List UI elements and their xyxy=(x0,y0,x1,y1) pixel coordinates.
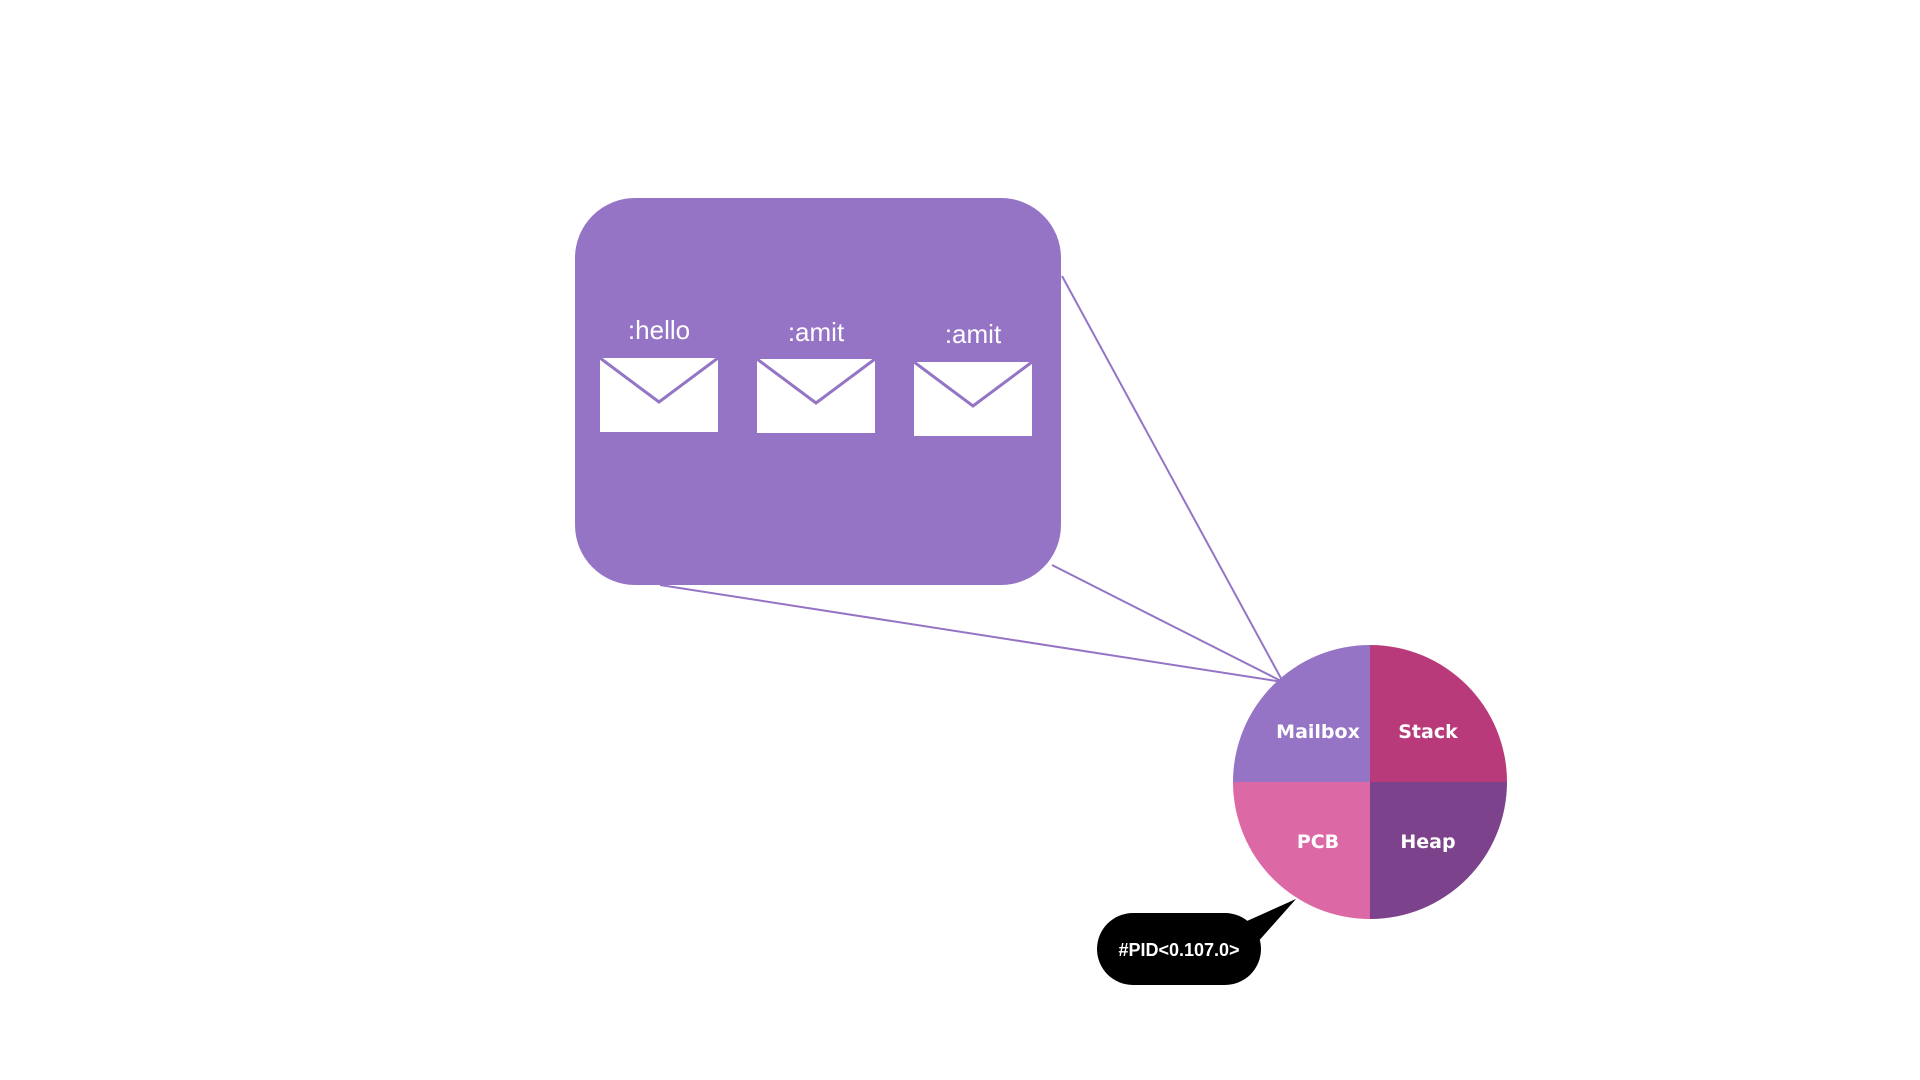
pcb-quadrant-label: PCB xyxy=(1297,831,1339,853)
heap-quadrant-label: Heap xyxy=(1400,831,1455,853)
message-item: :amit xyxy=(756,317,876,433)
mailbox-box: :hello :amit :amit xyxy=(575,198,1061,585)
heap-quadrant xyxy=(1370,782,1507,919)
connector-lines xyxy=(659,275,1284,683)
message-label: :amit xyxy=(788,317,845,347)
process-circle: Mailbox Stack PCB Heap xyxy=(1233,645,1507,919)
envelope-icon xyxy=(756,357,876,433)
connector-line-top xyxy=(1061,275,1284,683)
stack-quadrant-label: Stack xyxy=(1398,721,1458,743)
message-item: :hello xyxy=(599,315,719,432)
connector-line-middle xyxy=(1051,564,1284,683)
envelope-icon xyxy=(599,356,719,432)
message-label: :amit xyxy=(945,319,1002,349)
connector-line-bottom xyxy=(659,584,1284,683)
envelope-icon xyxy=(913,360,1033,436)
pid-bubble-body xyxy=(1097,913,1261,985)
message-label: :hello xyxy=(628,315,690,345)
pid-bubble: #PID<0.107.0> xyxy=(1097,899,1296,985)
message-item: :amit xyxy=(913,319,1033,436)
stack-quadrant xyxy=(1370,645,1507,782)
pid-label: #PID<0.107.0> xyxy=(1118,940,1239,960)
pcb-quadrant xyxy=(1233,782,1370,919)
mailbox-quadrant-label: Mailbox xyxy=(1276,721,1360,743)
mailbox-quadrant xyxy=(1233,645,1370,782)
